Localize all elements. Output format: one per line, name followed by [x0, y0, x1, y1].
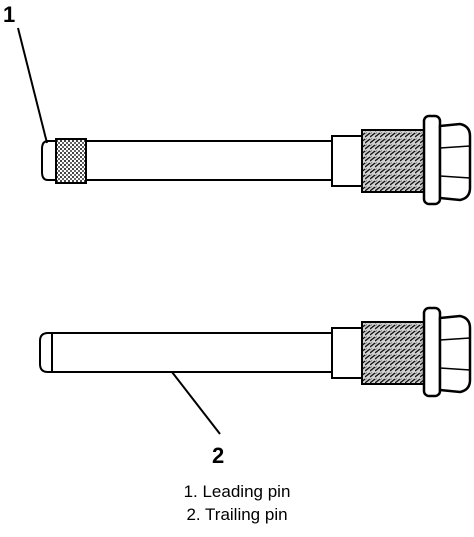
trailing-pin-tip: [39, 332, 53, 373]
leading-pin-hex-head: [438, 122, 472, 202]
callout-1-number: 1: [3, 2, 15, 27]
callout-2-number: 2: [212, 443, 224, 468]
callout-1-leader: [17, 27, 48, 144]
leading-pin: [41, 114, 472, 206]
legend: 1. Leading pin 2. Trailing pin: [0, 480, 474, 526]
leading-pin-step: [331, 135, 363, 187]
trailing-pin: [39, 306, 472, 398]
trailing-pin-threads: [361, 321, 425, 385]
leading-pin-tip: [41, 140, 57, 181]
leading-pin-shank: [85, 140, 333, 181]
trailing-pin-hex-head: [438, 314, 472, 394]
leading-pin-threads: [361, 129, 425, 193]
leading-pin-flange: [422, 114, 442, 206]
legend-item-leading-pin: 1. Leading pin: [183, 482, 291, 501]
callout-2-leader: [171, 371, 221, 435]
trailing-pin-step: [331, 327, 363, 379]
trailing-pin-flange: [422, 306, 442, 398]
leading-pin-bushing: [55, 138, 87, 184]
trailing-pin-shank: [51, 332, 333, 373]
legend-item-trailing-pin: 2. Trailing pin: [186, 505, 288, 524]
